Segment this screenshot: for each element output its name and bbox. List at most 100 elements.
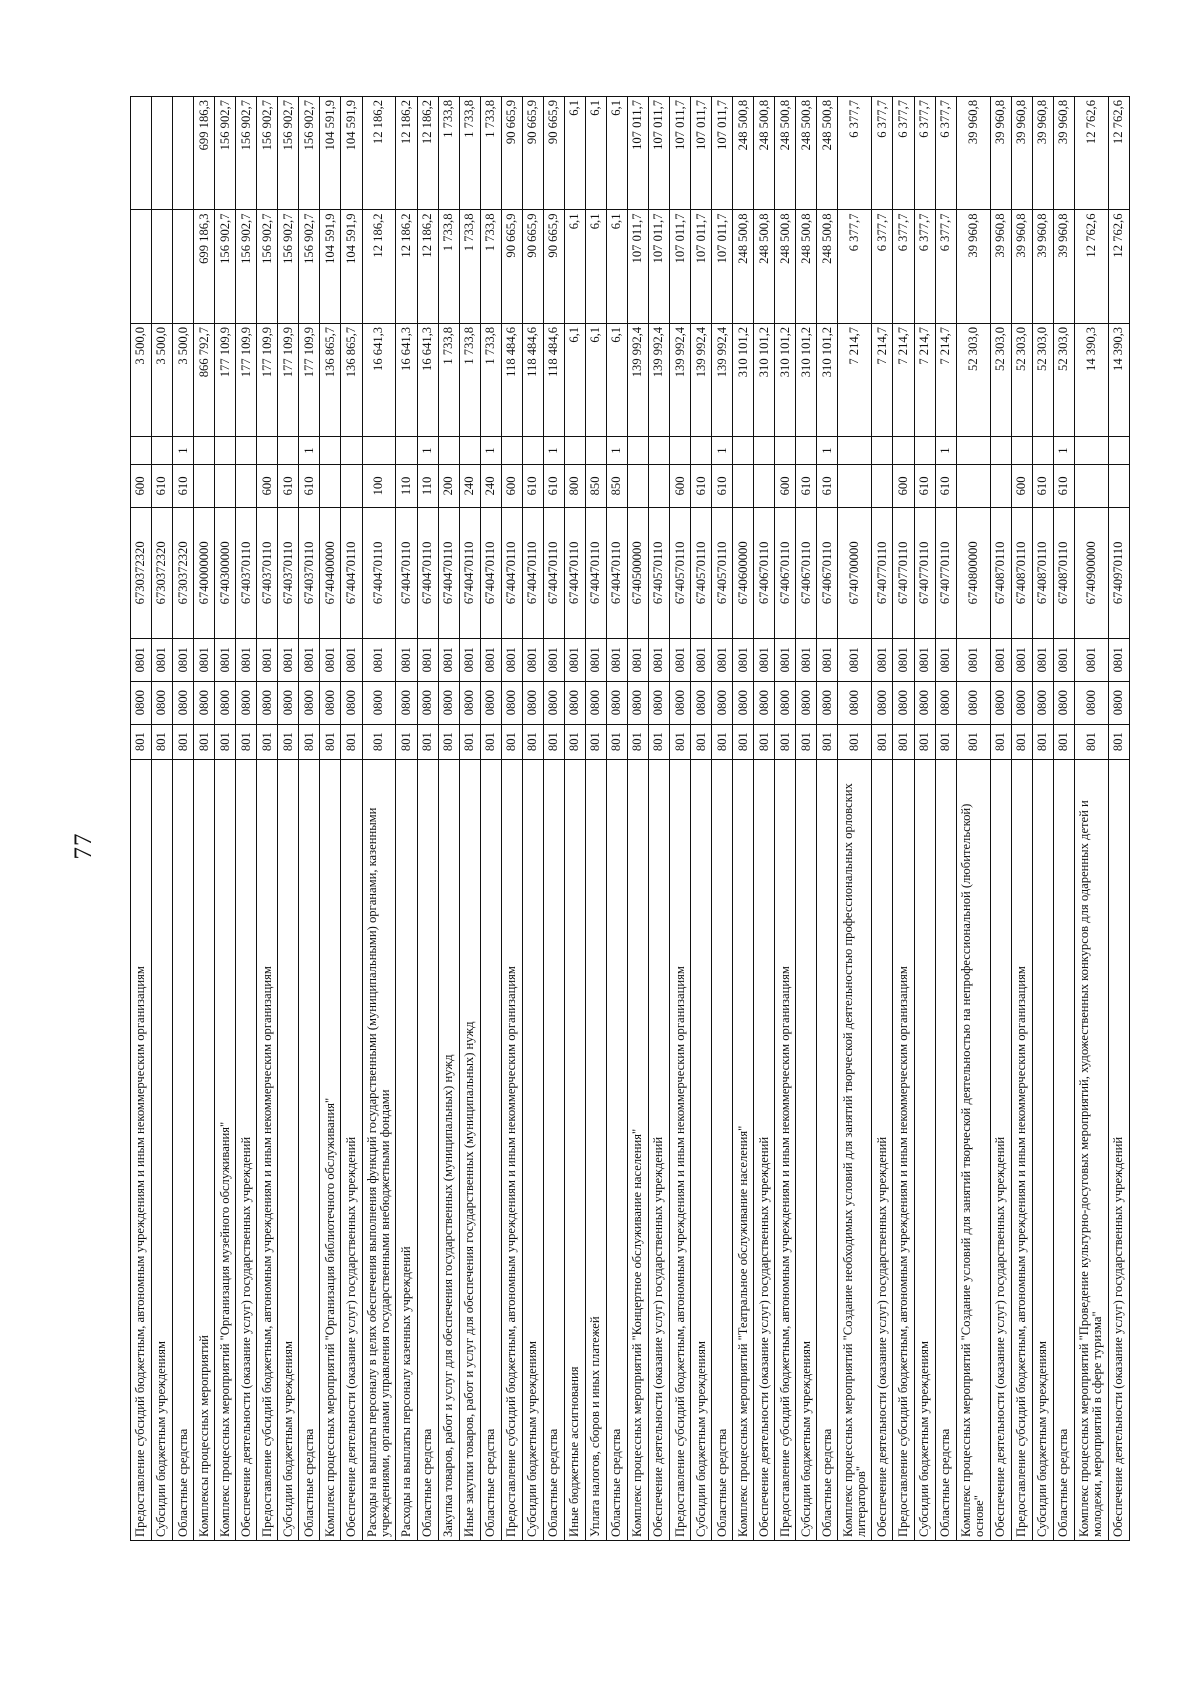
row-admin-code: 801 xyxy=(277,724,299,760)
table-row: Предоставление субсидий бюджетным, автон… xyxy=(256,96,278,1541)
row-amount-year-3: 107 011,7 xyxy=(627,96,649,210)
row-amount-year-2: 248 500,8 xyxy=(816,210,838,324)
row-target-code: 6740570110 xyxy=(711,507,733,639)
row-expense-type: 100 xyxy=(362,464,396,508)
row-target-code: 6740470110 xyxy=(362,507,396,639)
row-amount-year-1: 139 992,4 xyxy=(711,323,733,437)
row-subsection-code: 0801 xyxy=(235,638,257,682)
row-expense-type: 600 xyxy=(892,464,915,508)
row-target-code: 6740300000 xyxy=(214,507,236,639)
row-amount-year-1: 177 109,9 xyxy=(214,323,236,437)
row-amount-year-2 xyxy=(130,210,152,324)
row-amount-year-1: 7 214,7 xyxy=(871,323,893,437)
row-amount-year-1: 6,1 xyxy=(564,323,586,437)
row-section-code: 0800 xyxy=(774,681,796,725)
row-target-code: 6740770110 xyxy=(892,507,915,639)
row-amount-year-2: 107 011,7 xyxy=(690,210,712,324)
row-section-code: 0800 xyxy=(892,681,915,725)
row-name: Областные средства xyxy=(480,759,502,1541)
row-fund-flag xyxy=(459,436,481,465)
row-amount-year-2: 6,1 xyxy=(564,210,586,324)
row-amount-year-2: 156 902,7 xyxy=(298,210,320,324)
row-admin-code: 801 xyxy=(956,724,991,760)
table-row: Обеспечение деятельности (оказание услуг… xyxy=(990,96,1012,1541)
row-name: Предоставление субсидий бюджетным, автон… xyxy=(1011,759,1033,1541)
row-subsection-code: 0801 xyxy=(1074,638,1109,682)
row-subsection-code: 0801 xyxy=(914,638,936,682)
row-target-code: 6740770110 xyxy=(935,507,957,639)
row-amount-year-2: 107 011,7 xyxy=(711,210,733,324)
budget-table: Предоставление субсидий бюджетным, автон… xyxy=(130,96,1130,1541)
table-row: Обеспечение деятельности (оказание услуг… xyxy=(648,96,670,1541)
row-expense-type: 610 xyxy=(277,464,299,508)
row-subsection-code: 0801 xyxy=(459,638,481,682)
row-expense-type: 610 xyxy=(298,464,320,508)
row-amount-year-1: 139 992,4 xyxy=(669,323,691,437)
row-name: Обеспечение деятельности (оказание услуг… xyxy=(340,759,363,1541)
table-row: Предоставление субсидий бюджетным, автон… xyxy=(669,96,691,1541)
row-fund-flag xyxy=(956,436,991,465)
row-amount-year-1: 139 992,4 xyxy=(627,323,649,437)
row-amount-year-3: 1 733,8 xyxy=(459,96,481,210)
row-section-code: 0800 xyxy=(214,681,236,725)
row-target-code: 6740870110 xyxy=(1032,507,1054,639)
table-row: Предоставление субсидий бюджетным, автон… xyxy=(892,96,915,1541)
row-expense-type: 610 xyxy=(172,464,194,508)
row-fund-flag xyxy=(235,436,257,465)
row-fund-flag xyxy=(501,436,523,465)
row-subsection-code: 0801 xyxy=(956,638,991,682)
row-section-code: 0800 xyxy=(669,681,691,725)
row-target-code: 6740000000 xyxy=(193,507,215,639)
table-row: Расходы на выплаты персоналу в целях обе… xyxy=(362,96,396,1541)
row-fund-flag xyxy=(214,436,236,465)
row-target-code: 6740470110 xyxy=(459,507,481,639)
row-admin-code: 801 xyxy=(795,724,817,760)
row-amount-year-1: 866 792,7 xyxy=(193,323,215,437)
row-amount-year-2: 12 186,2 xyxy=(417,210,439,324)
row-admin-code: 801 xyxy=(690,724,712,760)
row-section-code: 0800 xyxy=(235,681,257,725)
row-amount-year-2: 6,1 xyxy=(606,210,628,324)
row-subsection-code: 0801 xyxy=(417,638,439,682)
row-admin-code: 801 xyxy=(319,724,341,760)
row-amount-year-3: 6,1 xyxy=(564,96,586,210)
row-subsection-code: 0801 xyxy=(606,638,628,682)
row-target-code: 6740470110 xyxy=(395,507,418,639)
row-amount-year-1: 6,1 xyxy=(606,323,628,437)
row-amount-year-2: 248 500,8 xyxy=(732,210,754,324)
row-section-code: 0800 xyxy=(627,681,649,725)
row-fund-flag xyxy=(837,436,872,465)
row-section-code: 0800 xyxy=(956,681,991,725)
row-fund-flag xyxy=(193,436,215,465)
row-name: Обеспечение деятельности (оказание услуг… xyxy=(990,759,1012,1541)
row-subsection-code: 0801 xyxy=(151,638,173,682)
row-name: Предоставление субсидий бюджетным, автон… xyxy=(774,759,796,1541)
row-target-code: 6740370110 xyxy=(277,507,299,639)
row-expense-type: 610 xyxy=(1032,464,1054,508)
row-subsection-code: 0801 xyxy=(648,638,670,682)
row-fund-flag: 1 xyxy=(1053,436,1075,465)
row-admin-code: 801 xyxy=(1074,724,1109,760)
row-target-code: 6740470110 xyxy=(480,507,502,639)
row-name: Областные средства xyxy=(935,759,957,1541)
row-expense-type: 610 xyxy=(1053,464,1075,508)
row-amount-year-3: 39 960,8 xyxy=(1053,96,1075,210)
row-expense-type: 610 xyxy=(690,464,712,508)
row-amount-year-3: 39 960,8 xyxy=(956,96,991,210)
row-fund-flag xyxy=(774,436,796,465)
row-expense-type xyxy=(235,464,257,508)
row-name: Предоставление субсидий бюджетным, автон… xyxy=(669,759,691,1541)
row-target-code: 6740670110 xyxy=(816,507,838,639)
row-admin-code: 801 xyxy=(564,724,586,760)
row-name: Субсидии бюджетным учреждениям xyxy=(690,759,712,1541)
row-amount-year-2: 248 500,8 xyxy=(753,210,775,324)
row-amount-year-2: 39 960,8 xyxy=(990,210,1012,324)
row-amount-year-1: 139 992,4 xyxy=(648,323,670,437)
row-section-code: 0800 xyxy=(172,681,194,725)
row-target-code: 6740770110 xyxy=(914,507,936,639)
row-amount-year-1: 3 500,0 xyxy=(151,323,173,437)
row-name: Субсидии бюджетным учреждениям xyxy=(1032,759,1054,1541)
row-name: Областные средства xyxy=(606,759,628,1541)
